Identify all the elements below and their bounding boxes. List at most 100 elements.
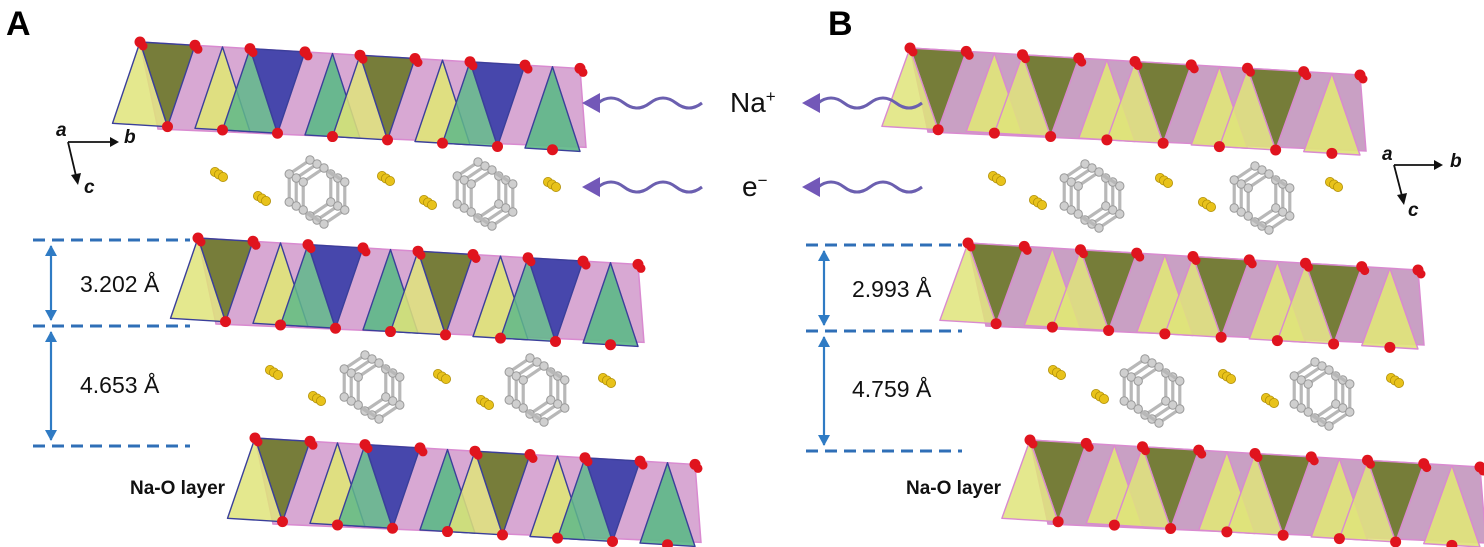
na-o-layer-label: Na-O layer xyxy=(906,478,1002,499)
carbon-atom xyxy=(298,205,308,215)
oxygen-atom xyxy=(1270,144,1282,156)
oxygen-atom xyxy=(416,250,426,260)
carbon-atom xyxy=(374,358,384,368)
carbon-atom xyxy=(525,353,535,363)
oxygen-atom xyxy=(1247,259,1257,269)
polyhedron-face xyxy=(169,237,227,323)
sodium-chain xyxy=(1048,364,1067,380)
polyhedron-face xyxy=(279,243,337,329)
electron-label: e− xyxy=(742,171,768,202)
benzene-rings xyxy=(284,155,1355,431)
panel-b-label: B xyxy=(828,5,853,43)
oxygen-atom xyxy=(1141,446,1150,456)
sodium-ion-label: Na+ xyxy=(730,87,776,118)
sodium-atom xyxy=(1394,377,1405,388)
polyhedron-face xyxy=(1218,67,1277,151)
carbon-atom xyxy=(1115,181,1125,191)
sodium-chain xyxy=(376,170,395,186)
benzene-ring xyxy=(452,157,518,231)
benzene-ring xyxy=(1289,357,1355,431)
carbon-atom xyxy=(1066,177,1076,187)
sodium-chain xyxy=(543,176,562,192)
oxygen-atom xyxy=(1197,449,1207,459)
carbon-atom xyxy=(339,364,349,374)
oxygen-atom xyxy=(1045,130,1057,142)
carbon-atom xyxy=(1271,203,1281,213)
oxygen-atom xyxy=(1135,252,1145,262)
carbon-atom xyxy=(1331,399,1341,409)
polyhedron-face xyxy=(331,54,389,141)
polyhedron-face xyxy=(441,61,499,148)
carbon-atom xyxy=(360,350,370,360)
electron-insertion-arrows: e− xyxy=(582,171,923,202)
oxygen-atom xyxy=(1384,341,1396,353)
carbon-atom xyxy=(319,163,329,173)
oxygen-atom xyxy=(964,50,974,60)
axis-b-label: b xyxy=(1450,151,1462,172)
oxygen-atom xyxy=(932,124,944,136)
oxygen-atom xyxy=(1103,324,1115,336)
oxygen-atom xyxy=(1077,57,1087,67)
oxygen-atom xyxy=(358,54,368,64)
oxygen-atom xyxy=(1046,321,1058,333)
polyhedron-face xyxy=(1106,60,1164,144)
carbon-atom xyxy=(305,155,315,165)
oxygen-atom xyxy=(1108,519,1120,531)
oxygen-atom xyxy=(523,64,533,74)
oxygen-atom xyxy=(468,61,478,71)
na-o-polyhedral-layer xyxy=(881,42,1368,159)
oxygen-atom xyxy=(552,532,563,544)
oxygen-atom xyxy=(418,447,428,457)
oxygen-atom xyxy=(1478,466,1484,476)
spacing-upper-label: 3.202 Å xyxy=(80,270,160,297)
carbon-atom xyxy=(1345,379,1355,389)
sodium-atom xyxy=(1037,199,1048,210)
axis-c-label: c xyxy=(1408,200,1419,221)
sodium-atom xyxy=(551,181,562,192)
carbon-atom xyxy=(539,417,549,427)
carbon-atom xyxy=(353,372,363,382)
oxygen-atom xyxy=(251,240,261,250)
axis-a-label: a xyxy=(56,120,67,141)
carbon-atom xyxy=(539,361,549,371)
carbon-atom xyxy=(298,177,308,187)
sodium-atom xyxy=(1056,369,1067,380)
sodium-chain xyxy=(1325,176,1344,192)
sodium-atom xyxy=(1163,177,1174,188)
na-o-layer-label: Na-O layer xyxy=(130,478,226,499)
polyhedron-face xyxy=(881,47,939,131)
carbon-atom xyxy=(508,179,518,189)
sodium-chain xyxy=(1218,368,1237,384)
carbon-atom xyxy=(284,169,294,179)
oxygen-atom xyxy=(1277,529,1289,541)
carbon-atom xyxy=(560,403,570,413)
carbon-atom xyxy=(466,207,476,217)
carbon-atom xyxy=(1133,376,1143,386)
spacing-lower-label: 4.759 Å xyxy=(852,375,932,402)
oxygen-atom xyxy=(495,332,506,344)
oxygen-atom xyxy=(1159,328,1171,340)
carbon-atom xyxy=(1243,183,1253,193)
benzene-ring xyxy=(1229,161,1295,235)
oxygen-atom xyxy=(1304,262,1313,272)
axis-a-label: a xyxy=(1382,144,1393,165)
sodium-atom xyxy=(260,195,271,206)
oxygen-atom xyxy=(1215,331,1227,343)
oxygen-atom xyxy=(1422,463,1432,473)
carbon-atom xyxy=(1080,159,1090,169)
oxygen-atom xyxy=(196,237,206,247)
carbon-atom xyxy=(1289,371,1299,381)
sodium-atom xyxy=(1226,373,1237,384)
carbon-atom xyxy=(284,197,294,207)
oxygen-atom xyxy=(607,535,618,547)
oxygen-atom xyxy=(990,318,1002,330)
oxygen-atom xyxy=(308,440,318,450)
oxygen-atom xyxy=(1021,54,1030,64)
oxygen-atom xyxy=(217,124,228,136)
carbon-atom xyxy=(1345,407,1355,417)
oxygen-atom xyxy=(1328,338,1340,350)
polyhedron-face xyxy=(389,250,447,336)
carbon-atom xyxy=(1094,223,1104,233)
carbon-atom xyxy=(518,403,528,413)
oxygen-atom xyxy=(583,457,593,467)
